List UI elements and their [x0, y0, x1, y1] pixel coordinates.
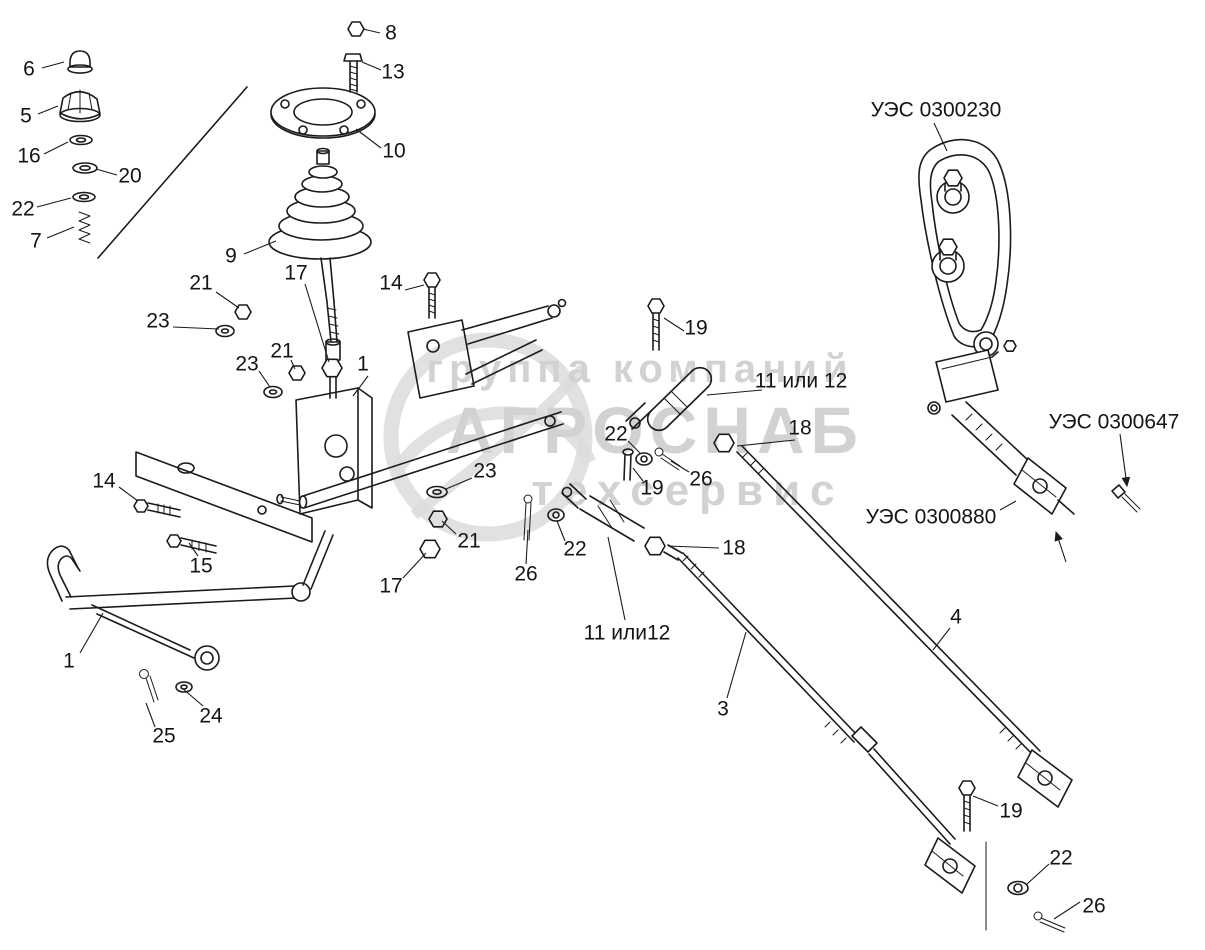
- callout-26: 26: [514, 562, 538, 586]
- callout-15: 15: [189, 554, 213, 578]
- callout-22: 22: [11, 197, 35, 221]
- callout-11-12: 11 или12: [583, 621, 671, 645]
- callout-22: 22: [1049, 846, 1073, 870]
- callout-21: 21: [189, 271, 213, 295]
- callout-18: 18: [788, 416, 812, 440]
- callout-8: 8: [385, 21, 397, 45]
- callout-25: 25: [152, 724, 176, 748]
- callout-21: 21: [270, 339, 294, 363]
- callout-24: 24: [199, 704, 223, 728]
- callout-14: 14: [379, 271, 403, 295]
- callout-18: 18: [722, 536, 746, 560]
- watermark-line-2: АГРОСНАБ: [446, 393, 864, 467]
- callout-23: 23: [473, 459, 497, 483]
- callout-22: 22: [563, 537, 587, 561]
- callout-26: 26: [689, 467, 713, 491]
- callout-4: 4: [950, 605, 962, 629]
- callout-1: 1: [357, 352, 369, 376]
- callout-19: 19: [999, 799, 1023, 823]
- callout-19: 19: [684, 316, 708, 340]
- callout-23: 23: [235, 352, 259, 376]
- callout-17: 17: [379, 574, 403, 598]
- leader-arrow-0300880: [1054, 530, 1067, 563]
- watermark-line-1: группа компаний: [426, 347, 853, 391]
- callout-6: 6: [23, 57, 35, 81]
- callout-3: 3: [717, 697, 729, 721]
- callout-13: 13: [381, 60, 405, 84]
- callout-22: 22: [604, 422, 628, 446]
- callout-21: 21: [457, 529, 481, 553]
- callout-7: 7: [30, 229, 42, 253]
- parts-linework: [46, 21, 1141, 933]
- part-code-label-0: УЭС 0300230: [870, 98, 1002, 122]
- part-code-label-1: УЭС 0300647: [1048, 410, 1180, 434]
- callout-14: 14: [92, 469, 116, 493]
- callout-1: 1: [63, 649, 75, 673]
- callout-11-12: 11 или 12: [754, 369, 848, 393]
- callout-26: 26: [1082, 894, 1106, 918]
- leader-arrow-0300647: [1119, 433, 1131, 488]
- callout-5: 5: [20, 104, 32, 128]
- callout-19: 19: [640, 476, 664, 500]
- callout-9: 9: [225, 244, 237, 268]
- callout-10: 10: [382, 139, 406, 163]
- callout-17: 17: [284, 261, 308, 285]
- watermark-line-3: техсервис: [531, 466, 844, 515]
- callout-16: 16: [17, 144, 41, 168]
- leader-lines: [36, 28, 1081, 920]
- callout-23: 23: [146, 309, 170, 333]
- part-code-label-2: УЭС 0300880: [865, 505, 997, 529]
- callout-20: 20: [118, 164, 142, 188]
- watermark-emblem: группа компаний АГРОСНАБ техсервис: [383, 332, 864, 542]
